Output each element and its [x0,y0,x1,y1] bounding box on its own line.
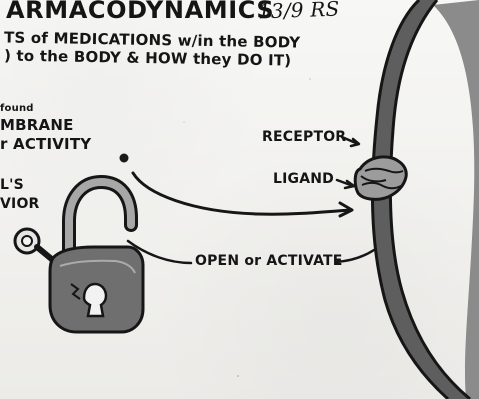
left-note-line-3: r ACTIVITY [0,137,91,152]
left-note-line-4: L'S [0,178,24,192]
padlock-icon [50,182,143,332]
left-note-line-5: VIOR [0,197,40,211]
receptor-label: RECEPTOR [262,130,346,144]
left-note-line-1: found [0,104,34,114]
page-title: ARMACODYNAMICS [6,0,274,22]
receptor-icon [355,157,406,199]
ligand-label: LIGAND [273,172,334,186]
open-activate-label: OPEN or ACTIVATE [195,254,343,268]
cell-membrane-icon [372,0,479,399]
ligand-icon [120,154,129,163]
date-annotation: 13/9 RS [258,0,340,21]
left-note-line-2: MBRANE [0,118,74,133]
pointer-lines [128,137,374,263]
paper-specks [183,78,311,377]
